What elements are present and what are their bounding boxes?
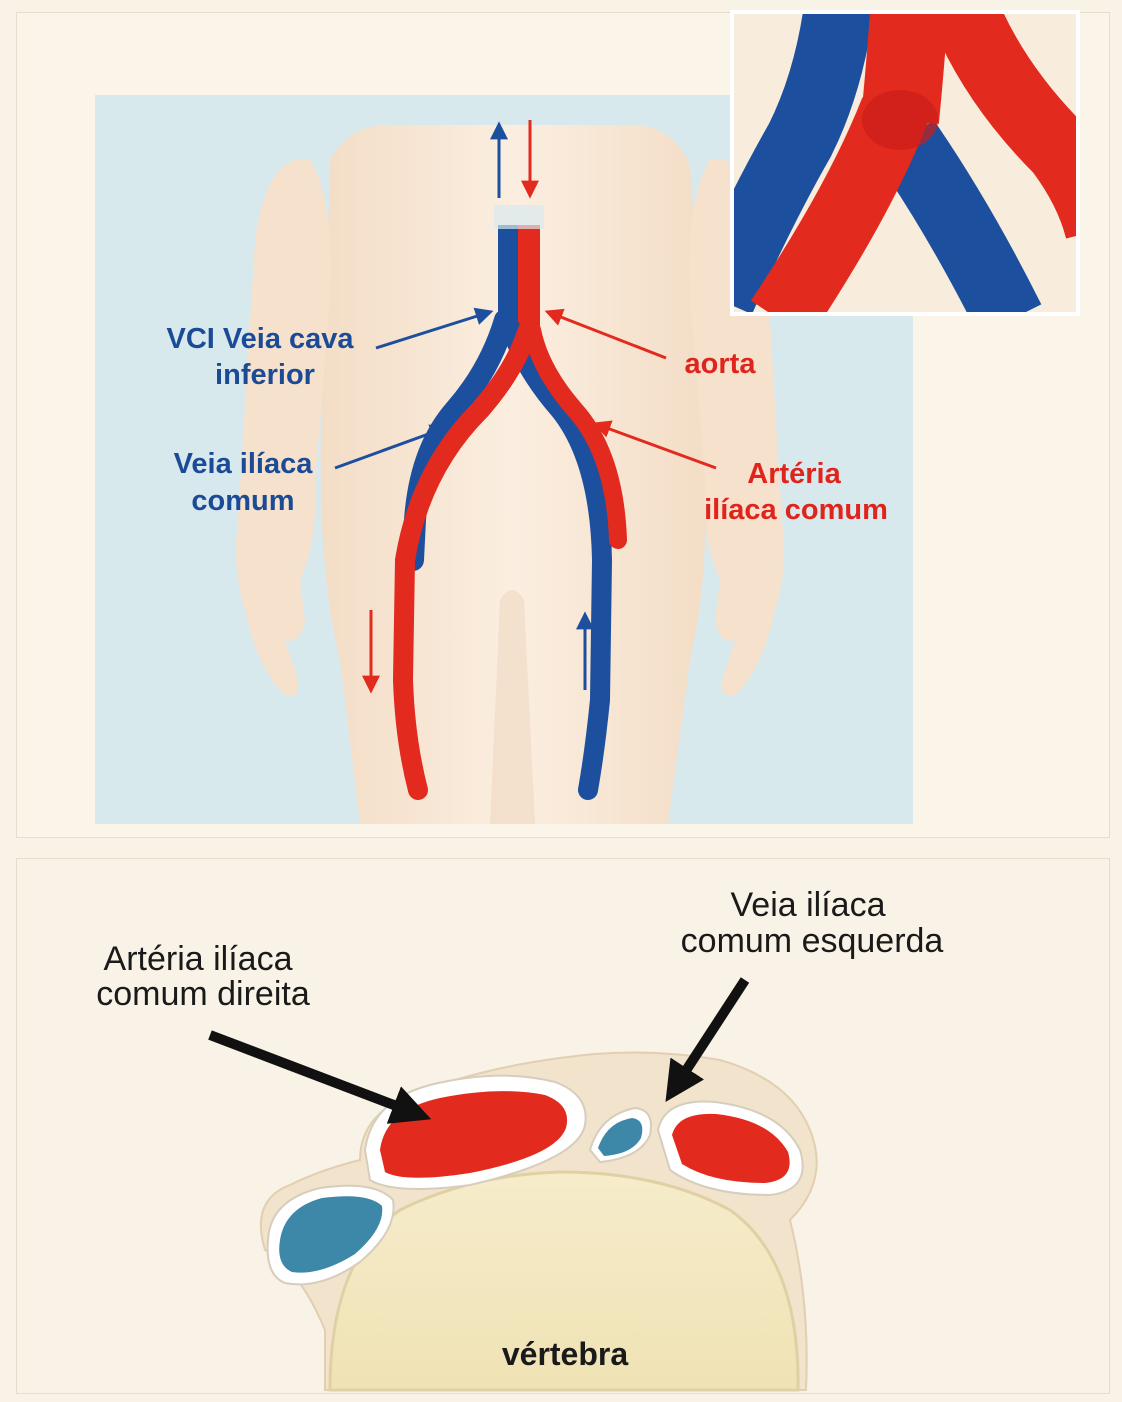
arteria-label-line2: ilíaca comum xyxy=(704,494,888,526)
inset-zoom xyxy=(730,10,1080,316)
veia-esquerda-label-line2: comum esquerda xyxy=(681,922,944,960)
cross-section-pointers xyxy=(208,977,750,1124)
veia-esquerda-label-line1: Veia ilíaca xyxy=(731,886,886,924)
label-pointers xyxy=(334,307,717,470)
flow-arrows xyxy=(362,120,594,694)
arteria-label-line1: Artéria xyxy=(747,458,841,490)
arteria-direita-label-line1: Artéria ilíaca xyxy=(104,940,293,978)
aorta-label: aorta xyxy=(685,348,757,380)
vci-label-line2: inferior xyxy=(215,359,315,391)
veia-iliaca-label-line2: comum xyxy=(191,485,294,517)
veia-iliaca-label-line1: Veia ilíaca xyxy=(174,448,314,480)
vessels xyxy=(392,205,627,800)
vertebra-label: vértebra xyxy=(502,1336,629,1372)
vci-label-line1: VCI Veia cava xyxy=(166,323,354,355)
arteria-direita-label-line2: comum direita xyxy=(96,975,310,1013)
